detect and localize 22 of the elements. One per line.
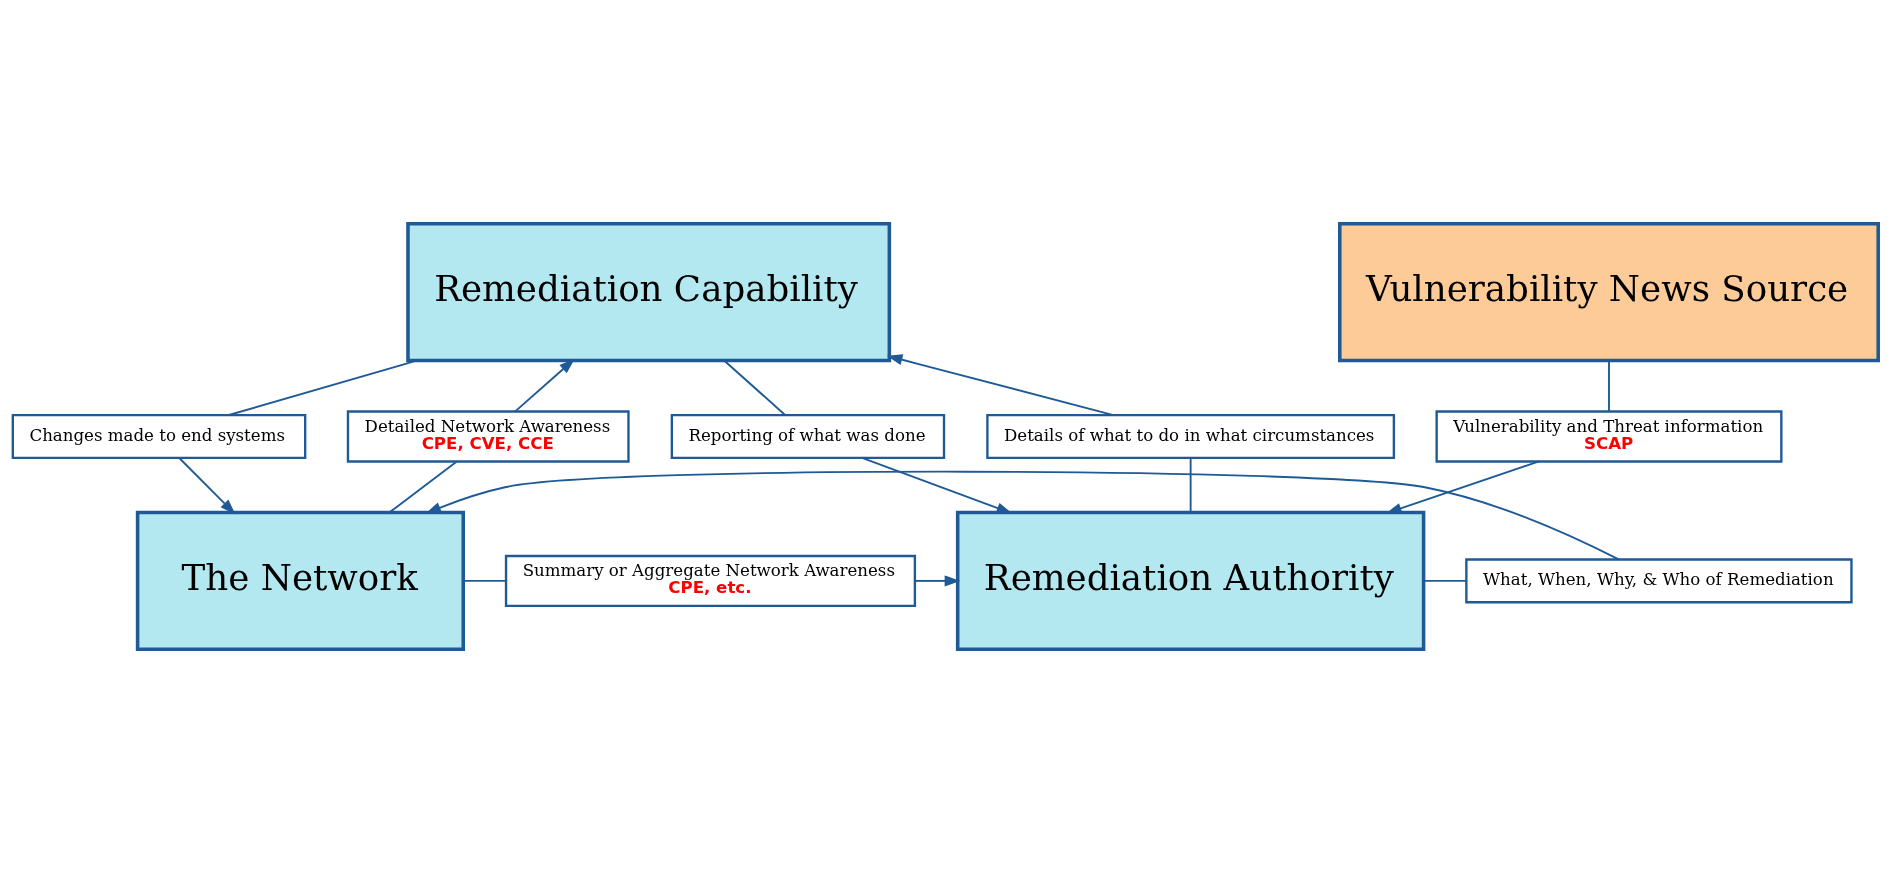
arrow xyxy=(913,575,961,587)
connector xyxy=(1608,359,1610,413)
node-box: Remediation Authority xyxy=(955,510,1426,652)
node-box: Remediation Capability xyxy=(406,221,892,363)
node-box: What, When, Why, & Who of Remediation xyxy=(1465,558,1853,604)
connector xyxy=(388,460,458,514)
arrow xyxy=(886,354,1115,416)
connector xyxy=(723,359,786,416)
arrow xyxy=(178,457,236,515)
connector xyxy=(1189,457,1192,514)
node-box: Reporting of what was done xyxy=(670,413,946,460)
node-box: The Network xyxy=(135,510,466,652)
node-box: Vulnerability and Threat information SCAP xyxy=(1435,410,1783,463)
connector xyxy=(462,579,507,582)
node-box: Summary or Aggregate Network Awareness CPE, etc. xyxy=(504,554,917,608)
connector xyxy=(1422,579,1468,582)
node-box: Details of what to do in what circumstances xyxy=(986,413,1396,460)
arrow xyxy=(425,470,1620,561)
arrow xyxy=(514,358,575,413)
node-box: Detailed Network Awareness CPE, CVE, CCE xyxy=(346,410,630,463)
node-box: Vulnerability News Source xyxy=(1338,221,1880,363)
node-box: Changes made to end systems xyxy=(11,413,307,460)
